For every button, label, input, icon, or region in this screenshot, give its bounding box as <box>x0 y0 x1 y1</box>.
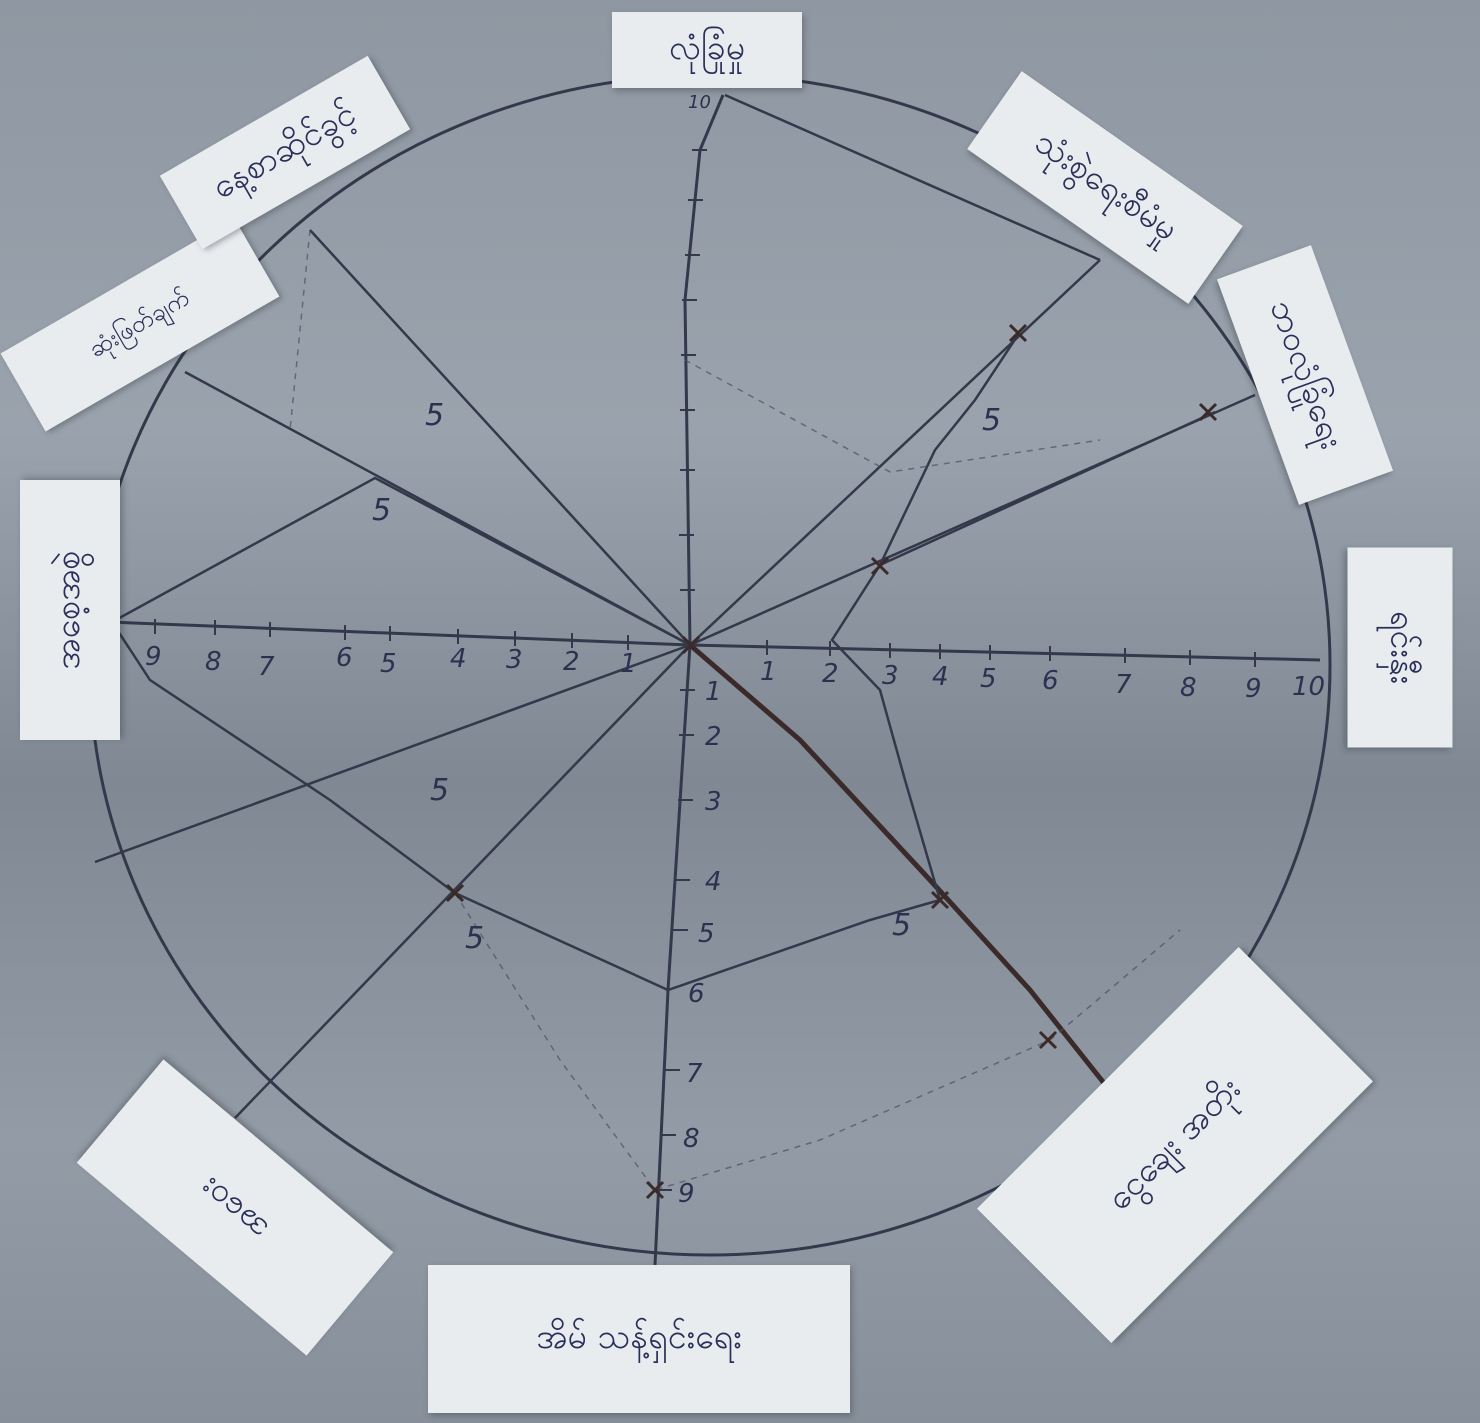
tick-down-7: 7 <box>686 1059 703 1089</box>
tick-down-2: 2 <box>705 722 722 752</box>
tick-right-10: 10 <box>1292 672 1325 702</box>
tick-right-6: 6 <box>1042 666 1059 696</box>
tick-down-8: 8 <box>683 1124 700 1154</box>
tick-left-7: 7 <box>258 652 275 682</box>
mark-bottom-left: 5 <box>465 921 484 956</box>
tick-left-1: 1 <box>620 649 637 679</box>
mark-left: 5 <box>372 493 391 528</box>
tick-up-10: 10 <box>688 92 711 113</box>
tick-down-5: 5 <box>698 919 715 949</box>
tick-right-4: 4 <box>932 662 949 692</box>
tick-right-9: 9 <box>1245 674 1262 704</box>
mark-upper-left: 5 <box>425 398 444 433</box>
tick-left-3: 3 <box>506 645 523 675</box>
note-right: ရင်းနှီး <box>1348 548 1453 748</box>
tick-down-9: 9 <box>678 1179 695 1209</box>
note-top: လုံခြုံမှု <box>612 12 802 88</box>
tick-right-7: 7 <box>1115 670 1132 700</box>
tick-right-2: 2 <box>822 659 839 689</box>
note-bottom: အိမ် သန့်ရှင်းရေး <box>428 1265 850 1413</box>
mark-upper-right: 5 <box>982 403 1001 438</box>
tick-down-3: 3 <box>705 787 722 817</box>
note-left: အစေ့အစွဲ <box>20 480 120 740</box>
tick-down-1: 1 <box>705 677 722 707</box>
tick-left-8: 8 <box>205 647 222 677</box>
mark-lower-right: 5 <box>892 908 911 943</box>
tick-left-9: 9 <box>145 642 162 672</box>
tick-right-8: 8 <box>1180 673 1197 703</box>
tick-down-6: 6 <box>688 979 705 1009</box>
tick-left-4: 4 <box>450 644 467 674</box>
tick-right-3: 3 <box>882 661 899 691</box>
tick-left-2: 2 <box>563 647 580 677</box>
tick-down-4: 4 <box>705 867 722 897</box>
tick-left-5: 5 <box>380 649 397 679</box>
mark-lower-left: 5 <box>430 773 449 808</box>
tick-right-5: 5 <box>980 664 997 694</box>
tick-right-1: 1 <box>760 657 777 687</box>
tick-left-6: 6 <box>336 643 353 673</box>
